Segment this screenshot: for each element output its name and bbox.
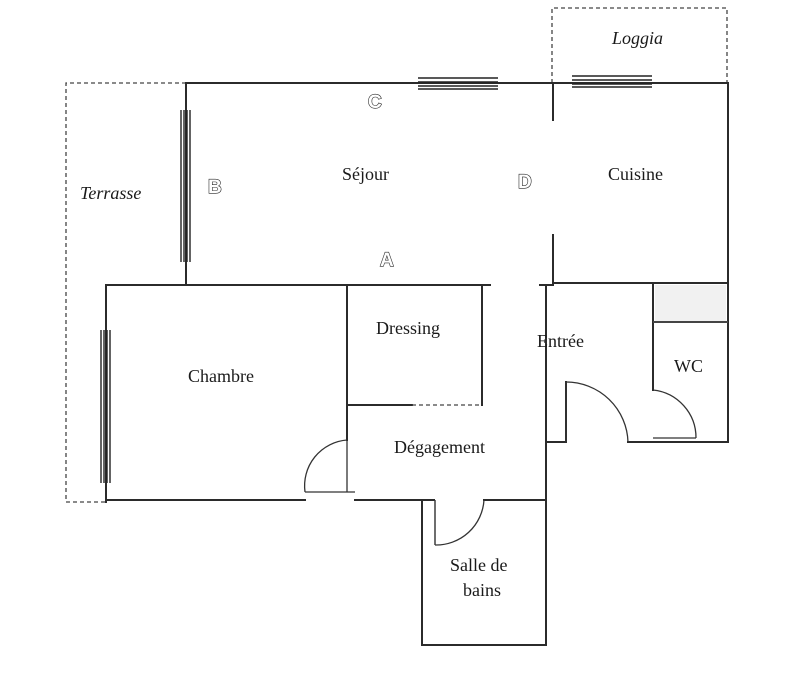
room-label-loggia: Loggia bbox=[611, 28, 663, 48]
room-label-cuisine: Cuisine bbox=[608, 164, 663, 184]
door-chambre bbox=[303, 439, 355, 493]
door-wc bbox=[652, 389, 697, 439]
door-salle-de-bains bbox=[434, 499, 485, 546]
room-label-wc: WC bbox=[674, 356, 703, 376]
window-sejour-top bbox=[418, 77, 498, 90]
room-label-salle-de-bains-1: Salle de bbox=[450, 555, 507, 575]
marker-c: C bbox=[368, 92, 382, 113]
room-label-entree: Entrée bbox=[537, 331, 584, 351]
room-label-dressing: Dressing bbox=[376, 318, 440, 338]
terrasse-outline bbox=[65, 82, 186, 503]
window-sejour-left bbox=[180, 110, 191, 262]
door-entree bbox=[565, 381, 629, 443]
doors bbox=[303, 381, 697, 546]
marker-d: D bbox=[518, 172, 532, 193]
room-label-terrasse: Terrasse bbox=[80, 183, 141, 203]
room-label-sejour: Séjour bbox=[342, 164, 389, 184]
marker-a: A bbox=[380, 250, 394, 271]
duct-area bbox=[655, 285, 726, 321]
walls bbox=[105, 82, 729, 646]
marker-b: B bbox=[208, 177, 222, 198]
exterior-outlines bbox=[65, 7, 728, 503]
room-label-degagement: Dégagement bbox=[394, 437, 485, 457]
windows bbox=[100, 75, 652, 483]
loggia-outline bbox=[551, 7, 728, 83]
room-label-salle-de-bains-2: bains bbox=[463, 580, 501, 600]
window-chambre-left bbox=[100, 330, 111, 483]
room-label-chambre: Chambre bbox=[188, 366, 254, 386]
window-cuisine-top bbox=[572, 75, 652, 88]
